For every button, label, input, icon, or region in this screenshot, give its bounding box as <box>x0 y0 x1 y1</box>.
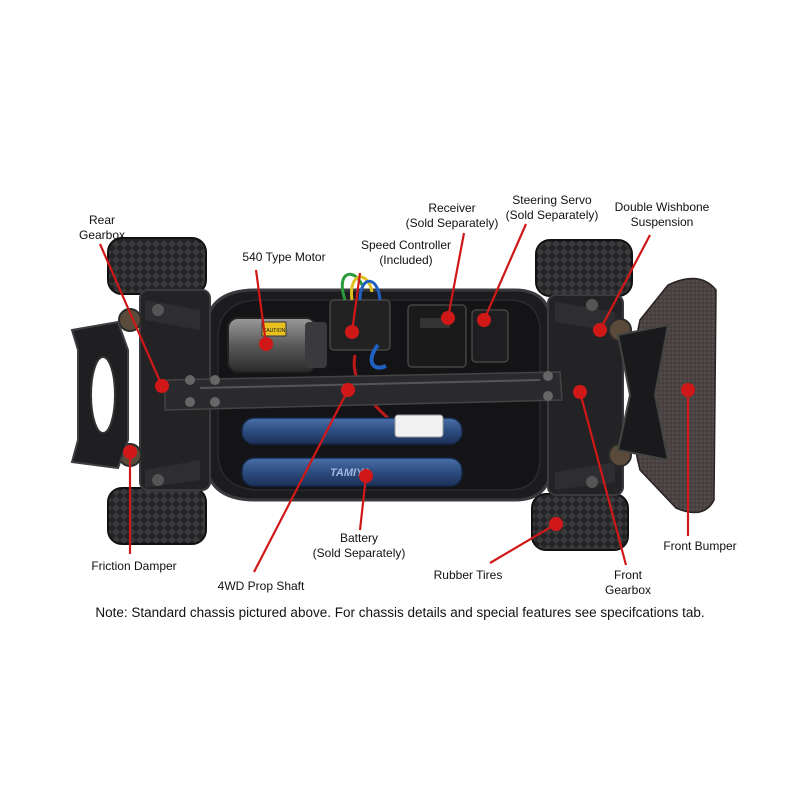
speed-controller-dot <box>345 325 359 339</box>
friction-damper-dot <box>123 445 137 459</box>
bumper-bracket <box>616 323 670 462</box>
prop-shaft-dot <box>341 383 355 397</box>
tire-rear-top <box>107 237 207 295</box>
label-rubber-tires: Rubber Tires <box>433 568 503 582</box>
chassis-note: Note: Standard chassis pictured above. F… <box>95 605 705 620</box>
motor: CAUTION <box>227 317 327 373</box>
rear-gearbox-dot <box>155 379 169 393</box>
label-battery: Battery(Sold Separately) <box>312 531 406 560</box>
label-front-bumper: Front Bumper <box>663 539 737 553</box>
rubber-tires-dot <box>549 517 563 531</box>
battery: TAMIYA <box>241 414 463 487</box>
label-prop-shaft: 4WD Prop Shaft <box>217 579 305 593</box>
double-wishbone-dot <box>593 323 607 337</box>
front-bumper-dot <box>681 383 695 397</box>
receiver-dot <box>441 311 455 325</box>
receiver <box>407 304 467 368</box>
tire-front-top <box>535 239 633 297</box>
label-receiver: Receiver(Sold Separately) <box>405 201 499 230</box>
label-speed-controller: Speed Controller(Included) <box>360 238 452 267</box>
steering-servo-dot <box>477 313 491 327</box>
front-gearbox-dot <box>573 385 587 399</box>
motor-dot <box>259 337 273 351</box>
rubber-tires <box>107 237 633 551</box>
motor-caution-text: CAUTION <box>263 328 286 334</box>
leader-lines <box>98 223 695 573</box>
prop-shaft <box>164 371 563 411</box>
battery-dot <box>359 469 373 483</box>
label-steering-servo: Steering Servo(Sold Separately) <box>505 193 599 222</box>
label-friction-damper: Friction Damper <box>91 559 177 573</box>
tire-rear-bottom <box>107 487 207 545</box>
label-motor: 540 Type Motor <box>242 250 326 264</box>
